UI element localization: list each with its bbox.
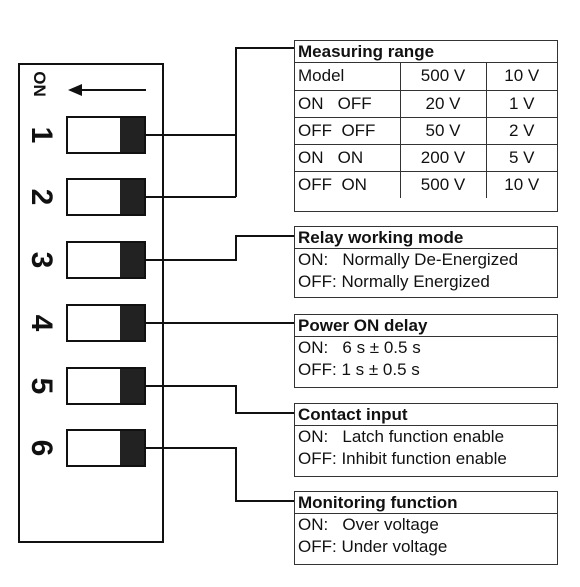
dip-toggle-4[interactable] bbox=[66, 304, 146, 342]
header-cell: 10 V bbox=[485, 63, 557, 91]
table-cell: OFF OFF bbox=[295, 116, 401, 145]
wire-measuring-range bbox=[235, 47, 294, 197]
power-on-delay-box: Power ON delay ON: 6 s ± 0.5 s OFF: 1 s … bbox=[294, 314, 558, 388]
header-cell: 500 V bbox=[399, 63, 487, 91]
monitoring-function-title: Monitoring function bbox=[295, 492, 557, 514]
dip-toggle-6[interactable] bbox=[66, 429, 146, 467]
table-cell: OFF ON bbox=[295, 170, 401, 198]
table-cell: 5 V bbox=[485, 143, 557, 172]
measuring-range-title: Measuring range bbox=[295, 41, 557, 63]
relay-working-mode-on: ON: Normally De-Energized bbox=[298, 250, 519, 269]
dip-switch-body bbox=[18, 63, 164, 543]
table-cell: ON OFF bbox=[295, 89, 401, 118]
table-cell: 10 V bbox=[485, 170, 557, 198]
on-arrow-head bbox=[68, 84, 82, 96]
power-on-delay-title: Power ON delay bbox=[295, 315, 557, 337]
table-cell: 1 V bbox=[485, 89, 557, 118]
table-cell: 200 V bbox=[399, 143, 487, 172]
table-cell: 20 V bbox=[399, 89, 487, 118]
contact-input-title: Contact input bbox=[295, 404, 557, 426]
switch-number-3: 3 bbox=[25, 251, 58, 269]
table-cell: 2 V bbox=[485, 116, 557, 145]
wire-switch-6 bbox=[146, 447, 294, 502]
switch-number-5: 5 bbox=[25, 377, 58, 395]
contact-input-off: OFF: Inhibit function enable bbox=[298, 449, 507, 468]
table-cell: 500 V bbox=[399, 170, 487, 198]
measuring-range-table: Model 500 V 10 V ON OFF 20 V 1 V OFF OFF… bbox=[295, 63, 557, 198]
table-row: ON OFF 20 V 1 V bbox=[295, 89, 557, 118]
toggle-knob bbox=[120, 306, 144, 340]
monitoring-function-on: ON: Over voltage bbox=[298, 515, 439, 534]
power-on-delay-off: OFF: 1 s ± 0.5 s bbox=[298, 360, 420, 379]
toggle-knob bbox=[120, 243, 144, 277]
power-on-delay-on: ON: 6 s ± 0.5 s bbox=[298, 338, 421, 357]
measuring-range-box: Measuring range Model 500 V 10 V ON OFF … bbox=[294, 40, 558, 212]
header-cell: Model bbox=[295, 63, 401, 91]
table-cell: ON ON bbox=[295, 143, 401, 172]
dip-toggle-1[interactable] bbox=[66, 116, 146, 154]
switch-number-2: 2 bbox=[25, 188, 58, 206]
on-label: ON bbox=[30, 71, 49, 97]
switch-number-6: 6 bbox=[25, 439, 58, 457]
table-row: ON ON 200 V 5 V bbox=[295, 143, 557, 172]
monitoring-function-box: Monitoring function ON: Over voltage OFF… bbox=[294, 491, 558, 565]
contact-input-box: Contact input ON: Latch function enable … bbox=[294, 403, 558, 477]
table-cell: 50 V bbox=[399, 116, 487, 145]
table-row: OFF ON 500 V 10 V bbox=[295, 170, 557, 198]
monitoring-function-off: OFF: Under voltage bbox=[298, 537, 448, 556]
table-header-row: Model 500 V 10 V bbox=[295, 63, 557, 91]
toggle-knob bbox=[120, 369, 144, 403]
relay-working-mode-off: OFF: Normally Energized bbox=[298, 272, 490, 291]
relay-working-mode-box: Relay working mode ON: Normally De-Energ… bbox=[294, 226, 558, 298]
toggle-knob bbox=[120, 118, 144, 152]
contact-input-on: ON: Latch function enable bbox=[298, 427, 505, 446]
wire-switch-5 bbox=[146, 385, 294, 414]
table-row: OFF OFF 50 V 2 V bbox=[295, 116, 557, 145]
dip-toggle-5[interactable] bbox=[66, 367, 146, 405]
toggle-knob bbox=[120, 180, 144, 214]
relay-working-mode-title: Relay working mode bbox=[295, 227, 557, 249]
wire-switch-3 bbox=[146, 235, 294, 261]
switch-number-1: 1 bbox=[25, 126, 58, 144]
toggle-knob bbox=[120, 431, 144, 465]
dip-toggle-3[interactable] bbox=[66, 241, 146, 279]
dip-toggle-2[interactable] bbox=[66, 178, 146, 216]
switch-number-4: 4 bbox=[25, 314, 58, 332]
